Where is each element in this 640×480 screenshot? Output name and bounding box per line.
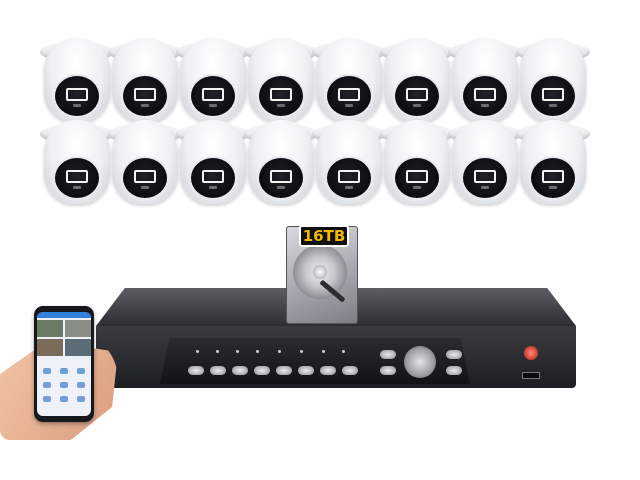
nvr-button xyxy=(276,366,292,375)
dome-camera xyxy=(40,118,114,206)
app-header-bar xyxy=(37,312,91,318)
camera-row-top xyxy=(40,36,600,126)
dome-camera xyxy=(312,36,386,124)
power-button xyxy=(524,346,538,360)
app-control-icon xyxy=(43,382,51,388)
nvr-button xyxy=(320,366,336,375)
nvr-button xyxy=(232,366,248,375)
nvr-button xyxy=(254,366,270,375)
dome-camera xyxy=(312,118,386,206)
camera-feed-thumbnail xyxy=(65,339,91,356)
camera-row-bottom xyxy=(40,118,600,208)
status-led xyxy=(322,350,325,353)
app-control-icon xyxy=(60,396,68,402)
nvr-button xyxy=(210,366,226,375)
dome-camera xyxy=(448,118,522,206)
dome-camera xyxy=(380,36,454,124)
status-led xyxy=(300,350,303,353)
app-control-icon xyxy=(77,396,85,402)
dome-camera xyxy=(176,36,250,124)
status-led xyxy=(278,350,281,353)
dome-camera xyxy=(244,36,318,124)
nvr-button xyxy=(446,366,462,375)
nvr-button xyxy=(342,366,358,375)
camera-feed-thumbnail xyxy=(65,320,91,337)
phone-screen xyxy=(37,312,91,416)
nvr-button xyxy=(298,366,314,375)
dome-camera xyxy=(516,36,590,124)
dome-camera xyxy=(108,36,182,124)
usb-port xyxy=(522,372,540,379)
dome-camera xyxy=(108,118,182,206)
nvr-button xyxy=(380,366,396,375)
app-control-icon xyxy=(43,396,51,402)
dome-camera xyxy=(380,118,454,206)
app-control-icon xyxy=(77,382,85,388)
nvr-button xyxy=(188,366,204,375)
nvr-navigation-dial xyxy=(404,346,436,378)
dome-camera xyxy=(176,118,250,206)
camera-feed-thumbnail xyxy=(37,339,63,356)
status-led xyxy=(342,350,345,353)
smartphone xyxy=(34,306,94,422)
hard-drive: 16TB xyxy=(286,225,358,324)
status-led xyxy=(196,350,199,353)
nvr-button xyxy=(446,350,462,359)
nvr-button xyxy=(380,350,396,359)
status-led xyxy=(236,350,239,353)
camera-feed-thumbnail xyxy=(37,320,63,337)
dome-camera xyxy=(516,118,590,206)
dome-camera xyxy=(244,118,318,206)
app-control-icon xyxy=(77,368,85,374)
status-led xyxy=(256,350,259,353)
dome-camera xyxy=(40,36,114,124)
status-led xyxy=(216,350,219,353)
hdd-capacity-badge: 16TB xyxy=(299,225,349,247)
app-control-icon xyxy=(43,368,51,374)
hdd-hub xyxy=(313,265,327,279)
app-control-icon xyxy=(60,382,68,388)
app-control-icon xyxy=(60,368,68,374)
dome-camera xyxy=(448,36,522,124)
